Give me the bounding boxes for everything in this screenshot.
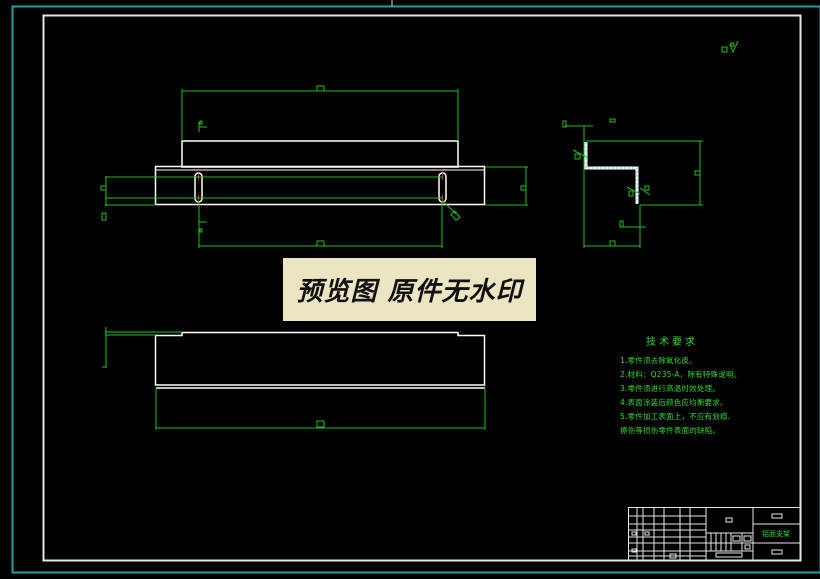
surface-roughness-icon (721, 40, 739, 54)
tech-req-item: 3.零件须进行高温时效处理。 (620, 384, 720, 393)
inner-frame (42, 14, 802, 562)
tech-req-item: 1.零件须去除氧化皮。 (620, 356, 697, 365)
tech-req-title: 技术要求 (646, 337, 698, 348)
tech-req-item: 擦伤等损伤零件表面的缺陷。 (620, 426, 721, 435)
technical-requirements: 技术要求 1.零件须去除氧化皮。 2.材料：Q235-A，除有特殊说明。 3.零… (620, 336, 741, 438)
watermark-text: 预览图 原件无水印 (296, 277, 523, 307)
outer-frame (11, 5, 820, 574)
title-block (628, 507, 801, 561)
side-view (562, 118, 703, 248)
tech-req-item: 4.表面涂装后颜色应均衡要求。 (620, 398, 728, 407)
front-view (100, 85, 528, 248)
title-block-part-name: 铝面支架 (762, 530, 790, 538)
preview-watermark: 预览图 原件无水印 (283, 258, 536, 321)
tech-req-item: 2.材料：Q235-A，除有特殊说明。 (620, 370, 742, 379)
top-view (102, 327, 486, 430)
tech-req-item: 5.零件加工表面上，不应有划痕、 (620, 412, 736, 421)
